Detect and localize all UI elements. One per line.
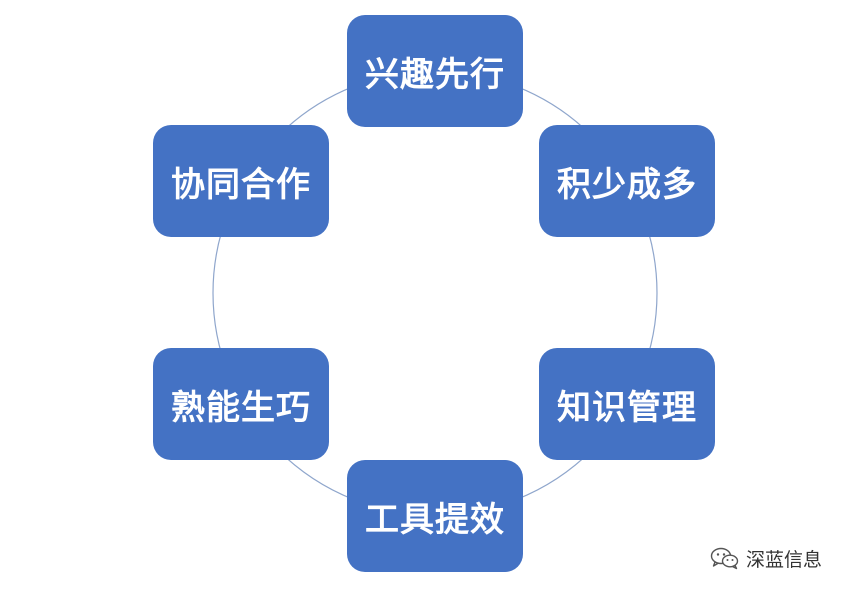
node-label: 熟能生巧 [171, 387, 311, 428]
node-label: 协同合作 [171, 164, 311, 205]
cycle-node-lower-right: 知识管理 [539, 348, 715, 460]
cycle-node-upper-left: 协同合作 [153, 125, 329, 237]
node-label: 工具提效 [365, 499, 505, 540]
wechat-icon [710, 547, 739, 570]
cycle-node-top: 兴趣先行 [347, 15, 523, 127]
node-label: 知识管理 [557, 387, 697, 428]
node-label: 兴趣先行 [365, 54, 505, 95]
watermark: 深蓝信息 [710, 545, 822, 571]
watermark-text: 深蓝信息 [746, 548, 823, 571]
cycle-node-bottom: 工具提效 [347, 460, 523, 572]
cycle-node-upper-right: 积少成多 [539, 125, 715, 237]
cycle-node-lower-left: 熟能生巧 [153, 348, 329, 460]
node-label: 积少成多 [557, 164, 697, 205]
